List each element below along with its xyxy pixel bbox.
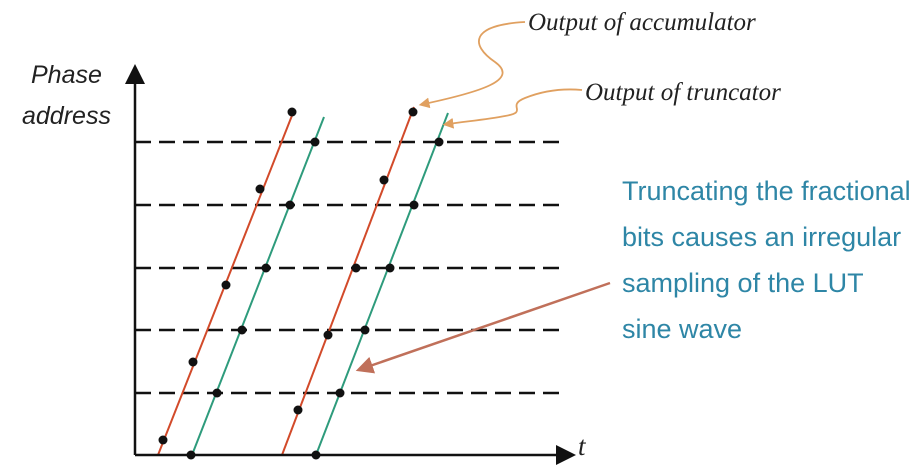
accumulator-callout-arrow <box>418 21 526 109</box>
sample-dot-12 <box>293 405 303 415</box>
sample-dot-18 <box>335 388 345 398</box>
note-text: Truncating the fractional bits causes an… <box>622 176 918 344</box>
sample-dot-11 <box>310 137 320 147</box>
sample-dot-8 <box>237 325 247 335</box>
sample-dot-9 <box>261 263 271 273</box>
sample-dot-21 <box>409 200 419 210</box>
phase-level-lines <box>135 140 566 395</box>
sample-dot-13 <box>323 330 333 340</box>
sample-dot-7 <box>212 388 222 398</box>
sample-dot-10 <box>285 200 295 210</box>
sample-dot-22 <box>434 137 444 147</box>
sample-dot-15 <box>379 175 389 185</box>
sample-dots <box>158 107 444 460</box>
accumulator-ramp-2 <box>281 106 415 456</box>
sample-dot-14 <box>351 263 361 273</box>
sample-dot-5 <box>287 107 297 117</box>
y-axis-label-line2: address <box>22 102 111 130</box>
truncator-ramp-2 <box>315 112 449 456</box>
sample-dot-3 <box>221 280 231 290</box>
sample-dot-19 <box>360 325 370 335</box>
sample-dot-4 <box>255 184 265 194</box>
truncator-ramp-1 <box>191 116 325 456</box>
sample-dot-20 <box>385 263 395 273</box>
ramp-lines <box>157 106 449 456</box>
note-line-2: bits causes an irregular <box>622 222 901 252</box>
truncator-output-label: Output of truncator <box>585 79 781 106</box>
sample-dot-16 <box>408 107 418 117</box>
accumulator-output-label: Output of accumulator <box>528 9 756 36</box>
note-line-4: sine wave <box>622 314 742 344</box>
x-axis-label: t <box>578 431 587 461</box>
note-line-1: Truncating the fractional <box>622 176 911 206</box>
y-axis-label-line1: Phase <box>31 61 102 89</box>
truncator-callout-arrow <box>442 88 583 129</box>
sample-dot-1 <box>158 435 168 445</box>
note-line-3: sampling of the LUT <box>622 268 863 298</box>
sample-dot-2 <box>188 357 198 367</box>
note-arrow <box>355 281 611 374</box>
